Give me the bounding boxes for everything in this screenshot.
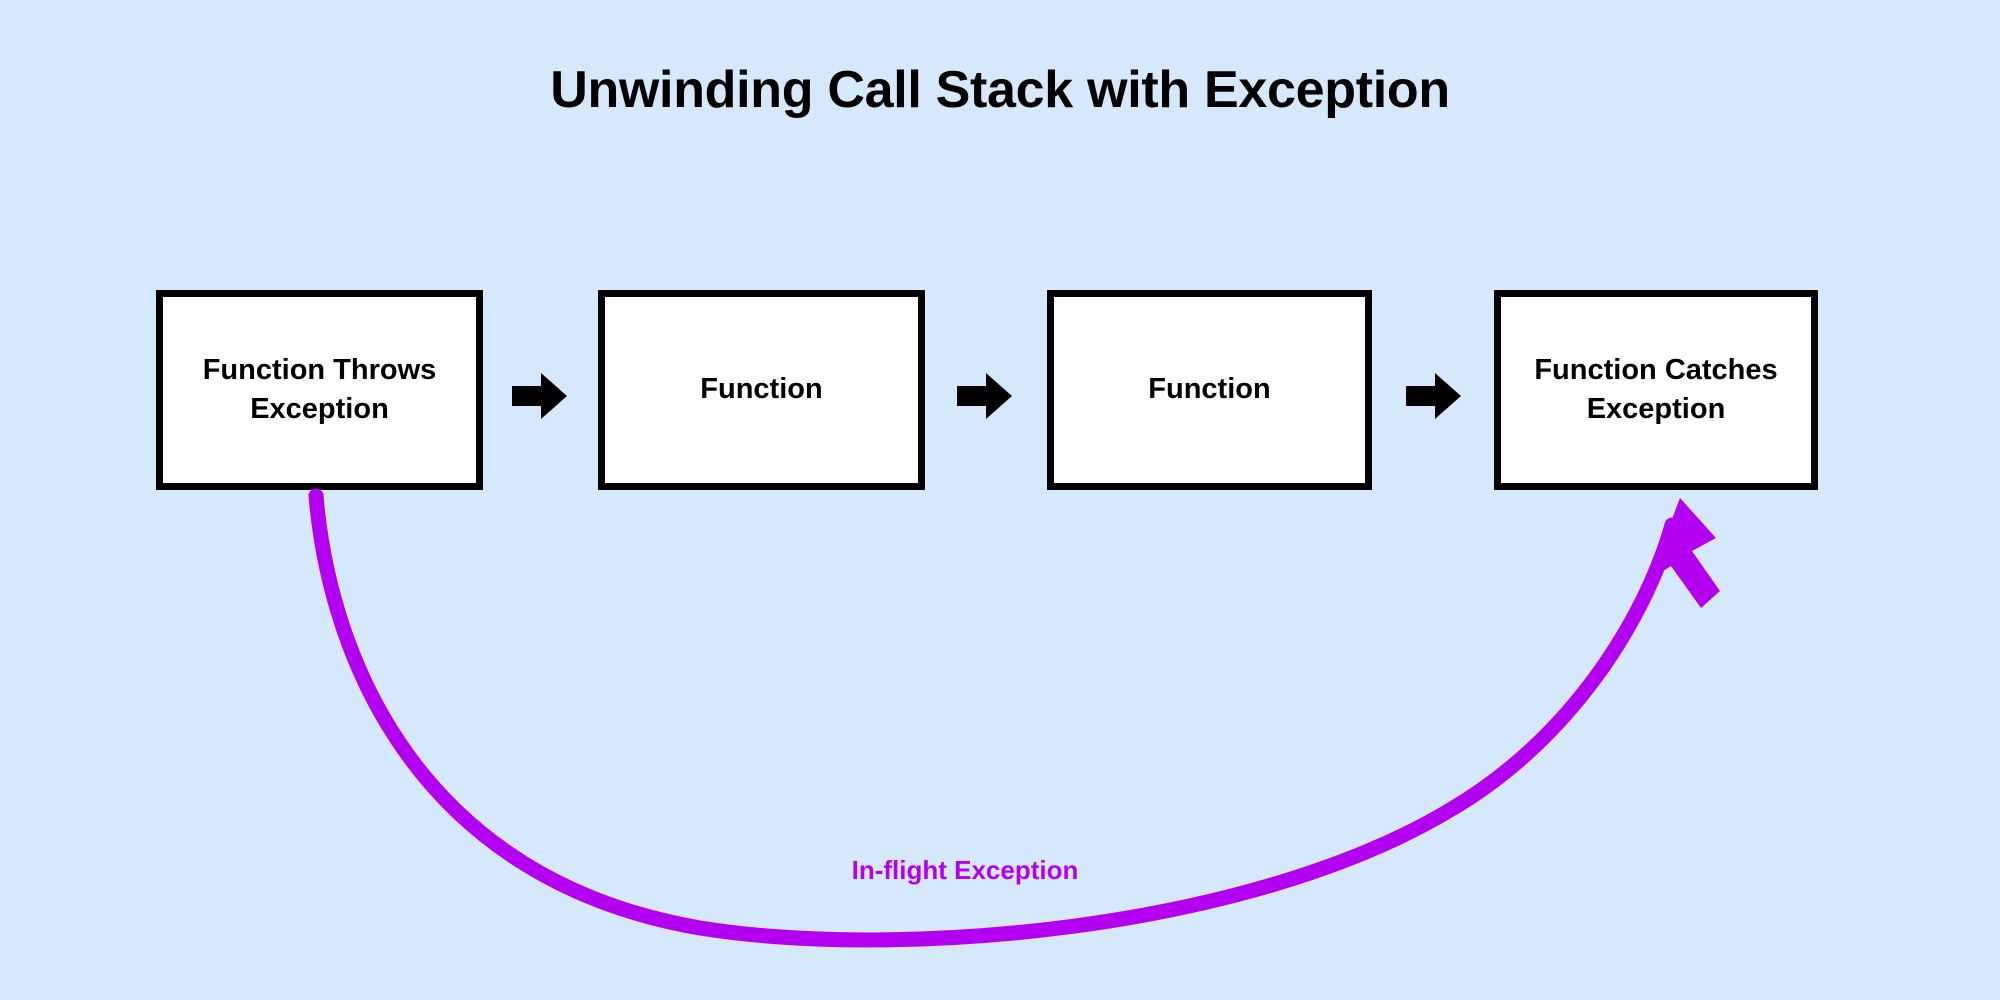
arrow-right-icon — [512, 373, 567, 419]
arrow-right-icon — [1406, 373, 1461, 419]
page-title: Unwinding Call Stack with Exception — [550, 61, 1450, 119]
stack-frame-label-4: Function Catches Exception — [1534, 353, 1778, 425]
arrow-right-icon — [957, 373, 1012, 419]
stack-frame-label-2: Function — [700, 373, 823, 406]
stack-frame-box-3[interactable]: Function — [1047, 290, 1372, 490]
stack-frame-box-2[interactable]: Function — [598, 290, 925, 490]
stack-frame-box-1[interactable]: Function Throws Exception — [156, 290, 483, 490]
stack-frame-label-1: Function Throws Exception — [202, 353, 437, 425]
in-flight-exception-label: In-flight Exception — [851, 855, 1079, 885]
stack-frame-box-4[interactable]: Function Catches Exception — [1494, 290, 1818, 490]
stack-frame-label-3: Function — [1148, 373, 1271, 406]
